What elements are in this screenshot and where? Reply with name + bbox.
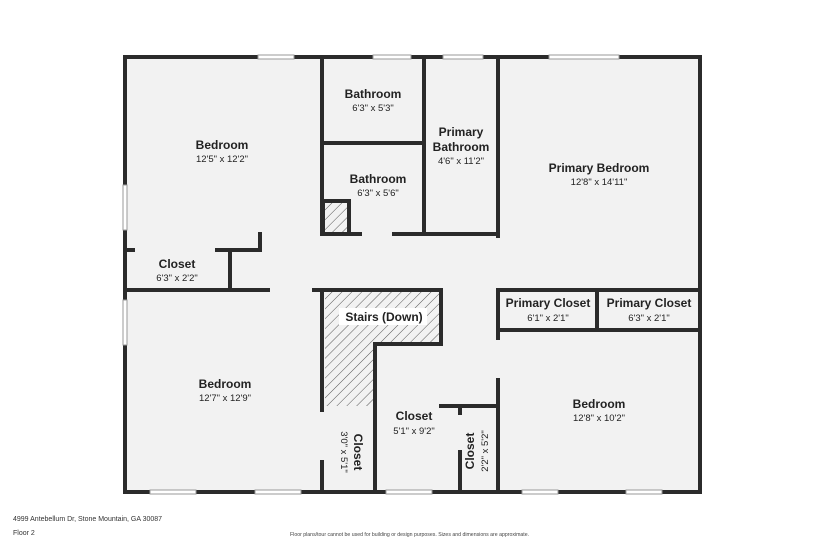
primary-closet-1-dims: 6'1" x 2'1" — [527, 313, 569, 324]
bathroom-2-name: Bathroom — [350, 172, 407, 186]
shaft-hatch — [323, 201, 349, 234]
primary-bathroom-dims: 4'6" x 11'2" — [438, 156, 484, 167]
closet-vert-2-dims: 2'2" x 5'2" — [480, 430, 491, 472]
primary-closet-1-name: Primary Closet — [506, 296, 591, 310]
primary-closet-2-dims: 6'3" x 2'1" — [628, 313, 670, 324]
closet-vert-1-name: Closet — [351, 434, 365, 471]
bedroom-nw-dims: 12'5" x 12'2" — [196, 154, 248, 165]
bedroom-sw-dims: 12'7" x 12'9" — [199, 393, 251, 404]
primary-bathroom-name-2: Bathroom — [433, 140, 490, 154]
bathroom-1-dims: 6'3" x 5'3" — [352, 103, 394, 114]
bedroom-se-name: Bedroom — [573, 397, 626, 411]
door-openings — [135, 231, 501, 460]
closet-center-name: Closet — [396, 409, 433, 423]
primary-bedroom-dims: 12'8" x 14'11" — [571, 177, 628, 188]
windows — [122, 54, 663, 495]
closet-vert-1-dims: 3'0" x 5'1" — [338, 431, 349, 473]
closet-center-dims: 5'1" x 9'2" — [393, 426, 435, 437]
stairs-label-bg — [339, 308, 427, 325]
floor-area — [125, 57, 700, 492]
closet-vert-2-name: Closet — [463, 433, 477, 470]
closet-nw-name: Closet — [159, 257, 196, 271]
bedroom-se-dims: 12'8" x 10'2" — [573, 413, 625, 424]
stair-landing-notch — [376, 345, 442, 407]
primary-bedroom-name: Primary Bedroom — [549, 161, 650, 175]
floor-label: Floor 2 — [13, 530, 35, 537]
primary-bathroom-name-1: Primary — [439, 125, 484, 139]
bathroom-1-name: Bathroom — [345, 87, 402, 101]
disclaimer: Floor plans/tour cannot be used for buil… — [290, 532, 530, 538]
bedroom-sw-name: Bedroom — [199, 377, 252, 391]
property-address: 4999 Antebellum Dr, Stone Mountain, GA 3… — [13, 516, 163, 523]
closet-nw-dims: 6'3" x 2'2" — [156, 273, 198, 284]
bathroom-2-dims: 6'3" x 5'6" — [357, 188, 399, 199]
primary-closet-2-name: Primary Closet — [607, 296, 692, 310]
bedroom-nw-name: Bedroom — [196, 138, 249, 152]
stairs-name: Stairs (Down) — [345, 310, 422, 324]
